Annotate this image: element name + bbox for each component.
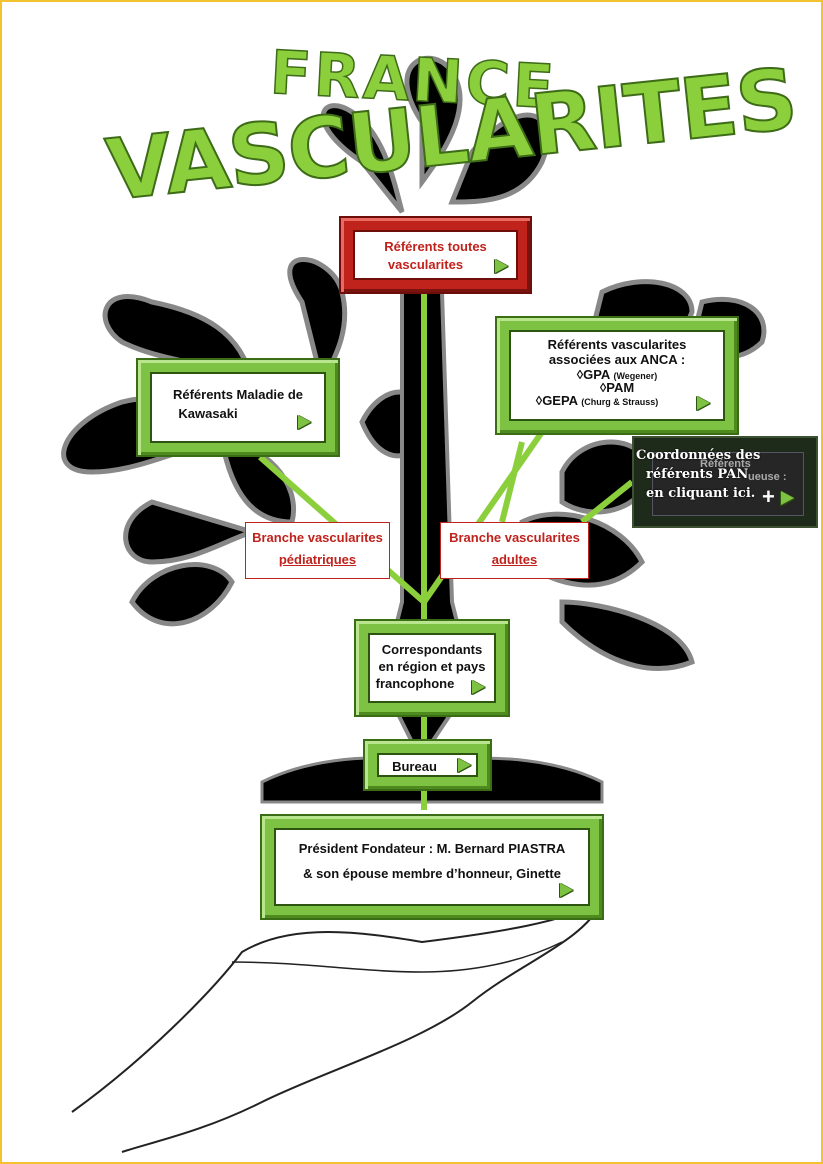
anca-item-gpa: ◊GPA (Wegener) [576, 367, 658, 382]
pan-line2: référents PAN [646, 467, 749, 482]
president-box[interactable]: Président Fondateur : M. Bernard PIASTRA… [260, 814, 604, 920]
arrow-icon[interactable] [298, 415, 311, 429]
hidden-text-2: ueuse : [748, 471, 787, 483]
pan-link-text[interactable]: Coordonnées des référents PAN en cliquan… [636, 446, 760, 503]
corr-line1: Correspondants [381, 642, 483, 657]
pediatric-line1: Branche vascularites [252, 530, 383, 545]
arrow-icon[interactable] [781, 491, 794, 505]
arrow-icon[interactable] [697, 396, 710, 410]
anca-item-gepa: ◊GEPA (Churg & Strauss) [535, 393, 659, 408]
bureau-box[interactable]: Bureau [363, 739, 492, 791]
pan-line3: en cliquant ici. [646, 486, 756, 501]
president-line2: & son épouse membre d’honneur, Ginette [303, 866, 561, 881]
corr-line3: francophone [375, 676, 455, 691]
correspondents-box[interactable]: Correspondants en région et pays francop… [354, 619, 510, 717]
arrow-icon[interactable] [495, 259, 508, 273]
adult-branch-label: Branche vascularites adultes [440, 522, 589, 579]
anca-line1: Référents vascularites [547, 337, 687, 352]
kawasaki-referents-box[interactable]: Référents Maladie de Kawasaki [136, 358, 340, 457]
pan-referents-box[interactable]: Référents ueuse : [632, 436, 818, 528]
pediatric-line2[interactable]: pédiatriques [278, 552, 357, 567]
arrow-icon[interactable] [458, 758, 471, 772]
anca-referents-box[interactable]: Référents vascularites associées aux ANC… [495, 316, 739, 435]
pediatric-branch-label: Branche vascularites pédiatriques [245, 522, 390, 579]
adult-line1: Branche vascularites [449, 530, 580, 545]
adult-line2[interactable]: adultes [491, 552, 538, 567]
president-line1: Président Fondateur : M. Bernard PIASTRA [298, 841, 566, 856]
kawasaki-line1: Référents Maladie de [172, 387, 304, 402]
all-vasculitis-referents-box[interactable]: Référents toutes vascularites [339, 216, 532, 294]
hand-outline [71, 899, 605, 1153]
arrow-icon[interactable] [560, 883, 573, 897]
anca-item-pam: ◊PAM [599, 380, 635, 395]
bureau-label: Bureau [392, 759, 437, 774]
hidden-text-1: Référents [700, 458, 751, 470]
anca-line2: associées aux ANCA : [548, 352, 686, 367]
kawasaki-line2: Kawasaki [178, 406, 238, 421]
pan-line1: Coordonnées des [636, 448, 761, 463]
all-vasculitis-line2: vascularites [387, 257, 464, 272]
corr-line2: en région et pays [378, 659, 486, 674]
plus-icon[interactable]: + [762, 484, 775, 509]
arrow-icon[interactable] [472, 680, 485, 694]
all-vasculitis-line1: Référents toutes [384, 239, 487, 254]
